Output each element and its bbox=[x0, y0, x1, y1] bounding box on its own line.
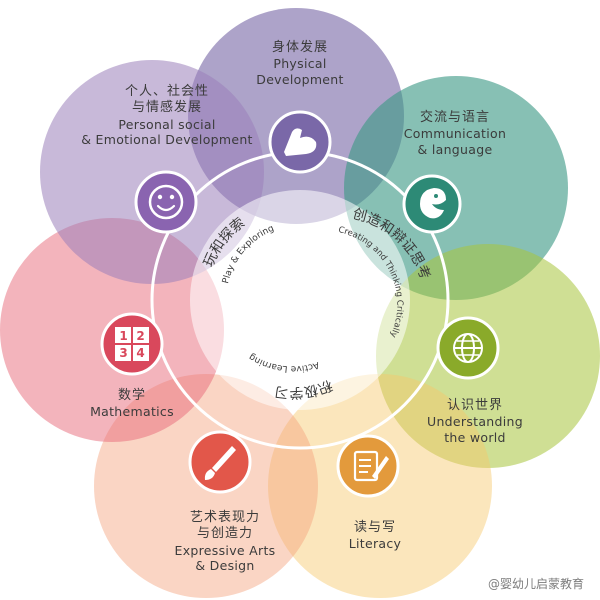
label-understanding: 认识世界 Understanding the world bbox=[400, 398, 550, 446]
writing-pad-icon bbox=[336, 434, 400, 498]
label-literacy: 读与写 Literacy bbox=[320, 520, 430, 552]
label-understanding-en2: the world bbox=[444, 429, 506, 445]
grid-cell-2: 2 bbox=[136, 329, 144, 343]
grid-cell-3: 3 bbox=[119, 346, 127, 360]
grid-cell-1: 1 bbox=[119, 329, 127, 343]
globe-icon bbox=[436, 316, 500, 380]
label-communication-en1: Communication bbox=[403, 126, 507, 142]
label-physical-en2: Development bbox=[256, 71, 344, 87]
grid-cell-4: 4 bbox=[136, 346, 144, 360]
speaking-face-icon bbox=[402, 174, 462, 234]
label-communication-cn: 交流与语言 bbox=[419, 110, 490, 125]
label-arts-cn1: 艺术表现力 bbox=[189, 510, 260, 525]
label-physical-cn: 身体发展 bbox=[271, 40, 328, 55]
label-maths: 数学 Mathematics bbox=[72, 388, 192, 420]
label-personal-cn1: 个人、社会性 bbox=[124, 84, 209, 99]
watermark: @婴幼儿启蒙教育 bbox=[487, 577, 584, 591]
label-arts-en1: Expressive Arts bbox=[174, 542, 276, 558]
label-arts: 艺术表现力 与创造力 Expressive Arts & Design bbox=[150, 510, 300, 574]
paintbrush-icon bbox=[188, 430, 252, 494]
label-maths-en1: Mathematics bbox=[90, 404, 174, 420]
label-communication: 交流与语言 Communication & language bbox=[380, 110, 530, 158]
label-understanding-cn: 认识世界 bbox=[446, 398, 503, 413]
label-physical: 身体发展 Physical Development bbox=[240, 40, 360, 88]
label-understanding-en1: Understanding bbox=[427, 414, 523, 430]
center-core bbox=[238, 238, 362, 362]
label-arts-en2: & Design bbox=[195, 558, 255, 574]
label-personal-en2: & Emotional Development bbox=[81, 132, 253, 148]
label-personal-en1: Personal social bbox=[118, 116, 216, 132]
label-literacy-en1: Literacy bbox=[348, 536, 402, 552]
label-physical-en1: Physical bbox=[273, 56, 327, 72]
label-arts-cn2: 与创造力 bbox=[196, 526, 253, 542]
petal-personal bbox=[40, 60, 264, 284]
label-personal: 个人、社会性 与情感发展 Personal social & Emotional… bbox=[62, 84, 272, 148]
label-literacy-cn: 读与写 bbox=[353, 520, 396, 535]
label-maths-cn: 数学 bbox=[117, 388, 146, 403]
smiley-face-icon bbox=[134, 170, 198, 234]
number-grid-icon: 1 2 3 4 bbox=[100, 312, 164, 376]
label-personal-cn2: 与情感发展 bbox=[131, 100, 202, 116]
label-communication-en2: & language bbox=[417, 141, 493, 157]
flexed-arm-icon bbox=[268, 110, 332, 174]
